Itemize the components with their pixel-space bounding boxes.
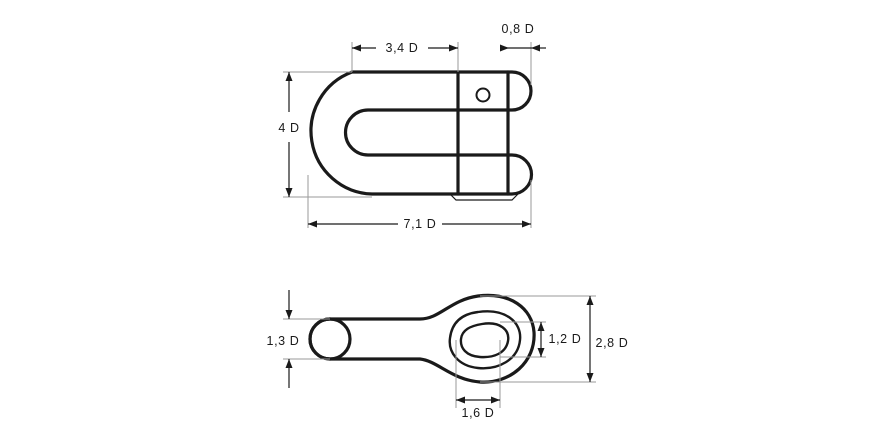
dim-height: 4 D [278,72,299,197]
dim-eye-outer: 2,8 D [586,296,629,382]
dim-width-inner: 3,4 D [352,41,458,55]
label-eye-inner: 1,2 D [549,332,582,346]
label-width-inner: 3,4 D [386,41,419,55]
dim-eye-width: 1,6 D [456,396,500,420]
dim-eye-inner: 1,2 D [537,322,582,357]
shackle-body-outer [309,70,534,196]
label-total-length: 7,1 D [404,217,437,231]
dim-thickness: 1,3 D [267,290,300,388]
pin-housing [456,70,510,196]
side-view-extension-lines [283,295,596,408]
label-height: 4 D [278,121,299,135]
eye-outer-ring [448,310,522,370]
eye-inner-hole [459,322,510,359]
label-thickness: 1,3 D [267,334,300,348]
pin-nut [449,193,519,201]
dim-total-length: 7,1 D [308,217,531,231]
pin-hole [475,87,491,103]
top-view-extension-lines [283,42,532,228]
dim-pin-diameter: 0,8 D [500,22,546,52]
label-eye-outer: 2,8 D [596,336,629,350]
shackle-top-view [309,70,534,201]
side-round-end [308,317,352,361]
label-pin-diameter: 0,8 D [502,22,535,36]
label-eye-width: 1,6 D [462,406,495,420]
